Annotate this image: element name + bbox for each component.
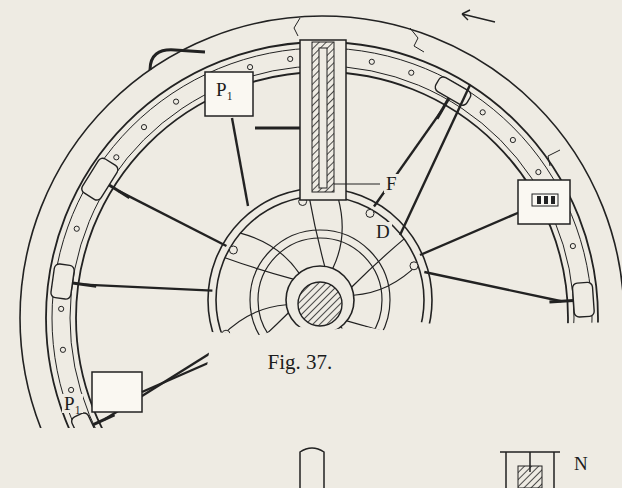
wheel-inner: [258, 238, 382, 362]
column-core: [319, 48, 327, 188]
figure-caption: Fig. 37.: [268, 352, 333, 373]
rim-pin: [410, 262, 418, 270]
link-rod: [142, 360, 215, 392]
link-rod: [424, 272, 561, 301]
bolt-hole: [565, 405, 570, 410]
wheel-spoke: [341, 321, 415, 367]
gauge-box: [92, 372, 142, 412]
wheel-spoke: [309, 197, 342, 269]
link-rod: [420, 212, 520, 255]
part-label: P₁: [214, 80, 235, 99]
clamp-fixture: [80, 156, 140, 214]
bolt-hole: [580, 325, 585, 330]
link-rod: [400, 85, 470, 235]
wheel-spoke: [225, 233, 299, 279]
rim-pin: [222, 330, 230, 338]
clamp-fixture: [548, 282, 594, 319]
counter-digit: [544, 196, 548, 204]
bolt-hole: [510, 137, 515, 142]
clamp-body: [572, 282, 594, 317]
counter-box: [518, 180, 570, 224]
bolt-hole: [570, 243, 575, 248]
shaft-section: [298, 282, 342, 326]
leader-line: [334, 184, 380, 185]
link-rod: [118, 191, 226, 246]
column-section: [312, 42, 334, 192]
clamp-handle: [72, 283, 96, 286]
part-label: D: [374, 222, 392, 241]
bolt-hole: [141, 125, 146, 130]
counter-digit: [537, 196, 541, 204]
clamp-fixture: [50, 263, 98, 303]
ring-band: [52, 48, 592, 488]
ring-band: [46, 42, 598, 488]
clamp-body: [70, 411, 99, 446]
bolt-hole: [480, 110, 485, 115]
bolt-hole: [536, 169, 541, 174]
housing-outline: [20, 16, 622, 488]
link-rod: [84, 285, 212, 291]
clamp-fixture: [421, 75, 472, 128]
rotation-arrow: [462, 10, 495, 22]
small-part: [300, 448, 324, 488]
part-label: P₁: [62, 394, 83, 413]
rim-pin: [366, 209, 374, 217]
clamp-handle: [93, 415, 115, 425]
wheel-rim: [208, 188, 432, 412]
clamp-handle: [549, 300, 573, 302]
link-rod: [232, 118, 248, 206]
bolt-hole: [247, 65, 252, 70]
bolt-hole: [74, 226, 79, 231]
part-label: F: [384, 174, 399, 193]
wheel-inner: [250, 230, 390, 370]
gauge-box: [205, 72, 253, 116]
clamp-body: [80, 156, 120, 202]
counter-digit: [551, 196, 555, 204]
link-rod: [374, 110, 442, 206]
valve-figure: [500, 452, 560, 488]
part-label: N: [572, 454, 590, 473]
valve-body: [518, 466, 542, 488]
bolt-hole: [173, 99, 178, 104]
cutaway-view: [20, 10, 622, 488]
bolt-hole: [60, 347, 65, 352]
clamp-handle: [437, 98, 449, 119]
clamp-body: [50, 263, 75, 299]
wheel-spoke: [352, 239, 418, 295]
small-figures: [300, 448, 560, 488]
bolt-hole: [69, 387, 74, 392]
bolt-hole: [114, 155, 119, 160]
column: [300, 40, 346, 200]
bent-pipe: [150, 50, 300, 128]
counter-window: [532, 194, 558, 206]
wheel-rim: [216, 196, 424, 404]
bolt-hole: [59, 306, 64, 311]
bolt-hole: [576, 365, 581, 370]
bolt-hole: [369, 59, 374, 64]
hub: [286, 266, 354, 334]
bolt-hole: [409, 70, 414, 75]
bolt-hole: [288, 56, 293, 61]
clamp-handle: [109, 185, 129, 198]
rim-pin: [229, 246, 237, 254]
